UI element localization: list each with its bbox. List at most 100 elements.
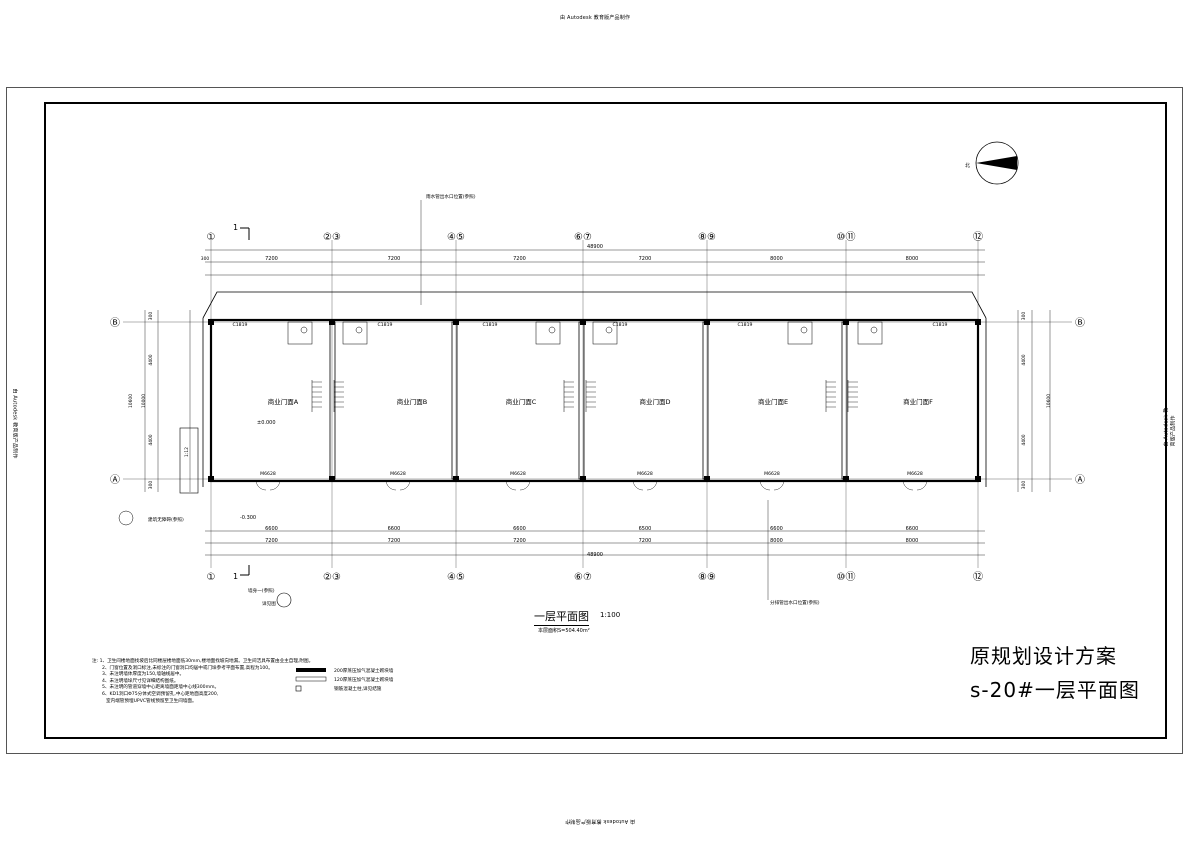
dim-bay: 7200 bbox=[639, 538, 652, 544]
side-total: 10600 bbox=[128, 394, 134, 408]
dim-inner: 6600 bbox=[770, 526, 783, 532]
party-wall bbox=[841, 321, 848, 480]
toilet-fixture bbox=[548, 326, 556, 334]
side-dim: 4400 bbox=[148, 434, 154, 445]
window-label: C1819 bbox=[738, 322, 753, 328]
toilet-room bbox=[787, 321, 813, 345]
side-dim: 300 bbox=[1021, 312, 1027, 321]
dim-inner: 6600 bbox=[388, 526, 401, 532]
axis-bubble-b: Ⓑ bbox=[110, 317, 120, 329]
axis-bubble-a: Ⓐ bbox=[110, 474, 120, 486]
toilet-room bbox=[342, 321, 368, 345]
detail-label: 详见图 bbox=[262, 600, 276, 607]
door-swing bbox=[632, 479, 658, 491]
axis-bubble-bottom: ⑩⑪ bbox=[837, 571, 856, 583]
column bbox=[329, 319, 335, 325]
ramp bbox=[179, 427, 199, 494]
door-label: M6628 bbox=[764, 471, 780, 477]
dim-bay: 7200 bbox=[388, 256, 401, 262]
axis-bubble-top: ④⑤ bbox=[447, 232, 465, 243]
column bbox=[208, 476, 214, 482]
dim-bay: 8000 bbox=[906, 538, 919, 544]
legend-item: 钢筋混凝土柱,详见结施 bbox=[334, 687, 382, 692]
drawing-frame bbox=[44, 102, 1167, 739]
axis-bubble-b: Ⓑ bbox=[1075, 317, 1085, 329]
column bbox=[975, 319, 981, 325]
eave-outline bbox=[202, 291, 987, 319]
window-label: C1819 bbox=[613, 322, 628, 328]
plan-title: 一层平面图 bbox=[534, 608, 589, 626]
dim-edge: 300 bbox=[201, 256, 210, 262]
room-label: 商业门面C bbox=[506, 397, 537, 406]
drawing-title: 原规划设计方案 bbox=[970, 644, 1117, 668]
section-mark: 1 bbox=[233, 572, 238, 581]
column bbox=[843, 319, 849, 325]
column bbox=[329, 476, 335, 482]
column bbox=[975, 476, 981, 482]
sheet-border bbox=[6, 87, 1183, 754]
exterior-wall bbox=[209, 318, 980, 483]
room-label: 商业门面A bbox=[268, 397, 299, 406]
note-line: 注: 1、卫生间楼地面找坡后比同楼层楼地面低30mm,楼地面找坡向地漏。卫生间洁… bbox=[92, 659, 314, 664]
dim-bay: 7200 bbox=[513, 256, 526, 262]
general-notes: 注: 1、卫生间楼地面找坡后比同楼层楼地面低30mm,楼地面找坡向地漏。卫生间洁… bbox=[92, 659, 322, 705]
window-label: C1819 bbox=[933, 322, 948, 328]
section-mark: 1 bbox=[233, 223, 238, 232]
toilet-fixture bbox=[300, 326, 308, 334]
note-line: 2、门窗位置及洞口标注,未标注的门窗洞口均居中或门垛参考平面布置,高程为100。 bbox=[102, 665, 273, 671]
axis-bubble-top: ① bbox=[207, 232, 216, 243]
door-label: M6628 bbox=[260, 471, 276, 477]
north-label: 北 bbox=[965, 163, 971, 169]
side-dim: 4400 bbox=[148, 354, 154, 365]
door-label: M6628 bbox=[907, 471, 923, 477]
room-label: 商业门面E bbox=[758, 397, 788, 406]
window-label: C1819 bbox=[483, 322, 498, 328]
note-line: 5、未注明的管道穿墙中心距离墙面距墙中心线300mm。 bbox=[102, 685, 220, 691]
dim-inner: 6600 bbox=[906, 526, 919, 532]
dim-inner: 6500 bbox=[639, 526, 652, 532]
legend-swatch bbox=[296, 668, 326, 672]
legend-swatch bbox=[295, 676, 327, 682]
note-line: 4、未注明墙垛尺寸见详细结构图纸。 bbox=[102, 678, 179, 684]
axis-bubble-top: ⑩⑪ bbox=[837, 231, 856, 243]
toilet-room bbox=[535, 321, 561, 345]
dim-bay: 8000 bbox=[906, 256, 919, 262]
door-swing bbox=[385, 479, 411, 491]
window-label: C1819 bbox=[378, 322, 393, 328]
side-dim: 10000 bbox=[141, 394, 147, 408]
column bbox=[580, 319, 586, 325]
dim-bay: 7200 bbox=[513, 538, 526, 544]
legend-item: 200厚蒸压加气混凝土砌块墙 bbox=[334, 669, 394, 674]
column bbox=[453, 476, 459, 482]
door-swing bbox=[505, 479, 531, 491]
axis-bubble-bottom: ②③ bbox=[323, 572, 341, 583]
toilet-fixture bbox=[870, 326, 878, 334]
party-wall bbox=[702, 321, 709, 480]
note-line: 6、KD1洞口Φ75分体式空调预留孔,中心距地面高度200, bbox=[102, 691, 219, 697]
dim-bay: 8000 bbox=[770, 256, 783, 262]
door-swing bbox=[759, 479, 785, 491]
column bbox=[208, 319, 214, 325]
detail-bubble bbox=[118, 510, 134, 526]
elevation-mark: ±0.000 bbox=[257, 420, 276, 426]
ramp-label: 建筑无障碍(参照) bbox=[148, 516, 184, 523]
side-dim: 300 bbox=[1021, 481, 1027, 490]
top-note: 雨水管出水口位置(参照) bbox=[426, 193, 476, 200]
column bbox=[453, 319, 459, 325]
dim-inner: 6600 bbox=[513, 526, 526, 532]
dim-total: 48900 bbox=[587, 552, 603, 558]
toilet-fixture bbox=[800, 326, 808, 334]
dim-bay: 7200 bbox=[639, 256, 652, 262]
room-label: 商业门面D bbox=[639, 397, 670, 406]
toilet-room bbox=[592, 321, 618, 345]
watermark-top: 由 Autodesk 教育版产品制作 bbox=[560, 15, 631, 21]
axis-bubble-bottom: ⑫ bbox=[973, 571, 983, 583]
column bbox=[704, 476, 710, 482]
dim-total: 48900 bbox=[587, 244, 603, 250]
toilet-room bbox=[287, 321, 313, 345]
column bbox=[704, 319, 710, 325]
dim-bay: 8000 bbox=[770, 538, 783, 544]
legend-swatch bbox=[295, 685, 302, 692]
bottom-note: 分排管出水口位置(参照) bbox=[770, 599, 820, 606]
